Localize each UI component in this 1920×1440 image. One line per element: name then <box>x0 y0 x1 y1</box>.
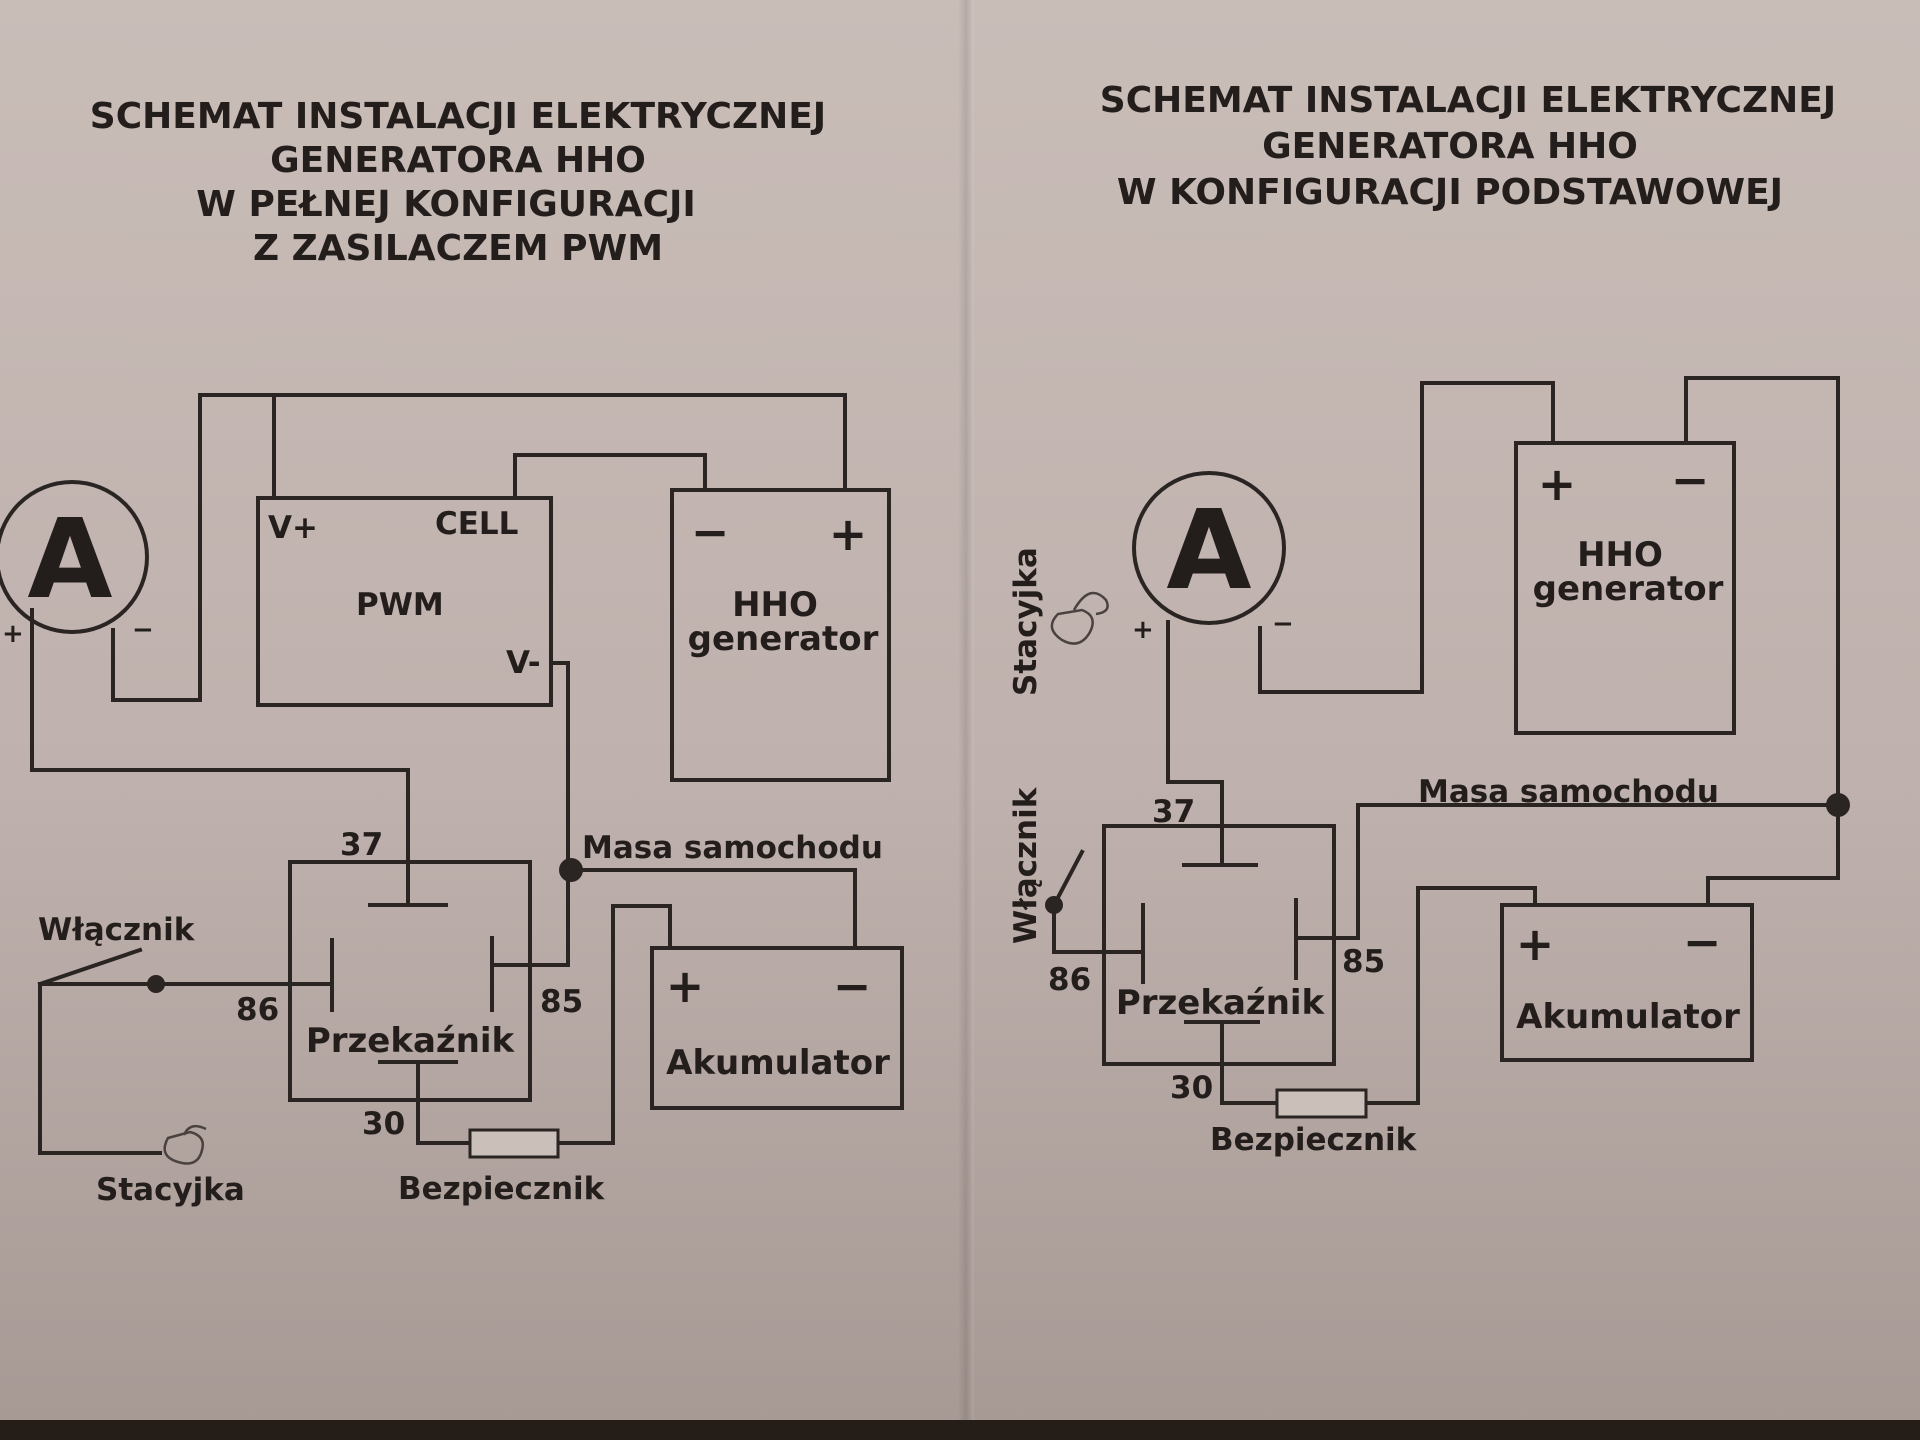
left-ground-label: Masa samochodu <box>582 830 883 866</box>
left-hho-name2: generator <box>688 619 879 659</box>
wire-ammeter-plus-to-37 <box>1166 620 1224 867</box>
right-relay-box <box>1102 824 1336 1066</box>
wire-ammeter-minus-to-hho-plus <box>1258 381 1555 694</box>
right-hho-minus: − <box>1671 453 1710 507</box>
pwm-cell-label: CELL <box>435 506 518 542</box>
left-ammeter-symbol: A <box>27 495 112 623</box>
left-relay-85: 85 <box>540 984 583 1020</box>
right-relay-name: Przekaźnik <box>1116 983 1326 1023</box>
pwm-vminus-label: V- <box>506 645 541 681</box>
right-battery-plus: + <box>1516 917 1555 971</box>
pwm-box <box>256 496 553 707</box>
pwm-vplus-label: V+ <box>268 510 318 546</box>
left-relay-37: 37 <box>340 827 383 863</box>
right-title-line-2: GENERATORA HHO <box>1262 126 1638 167</box>
left-battery-name: Akumulator <box>666 1043 890 1083</box>
right-switch-contact <box>1045 896 1063 914</box>
right-ammeter-plus: + <box>1132 615 1154 645</box>
right-relay-37: 37 <box>1152 794 1195 830</box>
wire-cell <box>513 453 707 500</box>
left-battery-minus: − <box>833 959 872 1013</box>
wire-switch-to-ignition <box>38 982 162 1155</box>
wire-fuse-to-battery-plus <box>1364 886 1537 1105</box>
left-fuse <box>468 1128 560 1159</box>
left-relay-box <box>288 860 532 1102</box>
left-title-line-3: W PEŁNEJ KONFIGURACJI <box>196 184 696 225</box>
right-ammeter-symbol: A <box>1166 486 1251 614</box>
right-fuse <box>1275 1088 1368 1119</box>
switch-blade <box>37 947 143 987</box>
right-relay-86: 86 <box>1048 962 1091 998</box>
wire-ammeter-plus-to-37 <box>30 608 410 907</box>
wire-top-loop <box>198 393 847 702</box>
left-diagram: SCHEMAT INSTALACJI ELEKTRYCZNEJ GENERATO… <box>0 96 904 1208</box>
left-battery-plus: + <box>666 959 705 1013</box>
right-battery-minus: − <box>1683 915 1722 969</box>
right-hho-plus: + <box>1538 457 1577 511</box>
wire-fuse-to-battery-plus <box>556 904 672 1145</box>
left-title-line-1: SCHEMAT INSTALACJI ELEKTRYCZNEJ <box>90 96 826 137</box>
left-ignition-key-icon <box>163 1124 207 1165</box>
left-switch-contact <box>147 975 165 993</box>
wire-ammeter-minus <box>111 628 202 702</box>
right-ground-label: Masa samochodu <box>1418 774 1719 810</box>
right-hho-name2: generator <box>1533 569 1724 609</box>
right-relay-85: 85 <box>1342 944 1385 980</box>
wire-85-to-ground <box>1294 803 1840 940</box>
left-ammeter-plus: + <box>2 619 24 649</box>
left-relay-name: Przekaźnik <box>306 1021 516 1061</box>
right-ammeter <box>1132 471 1286 625</box>
left-hho-minus: − <box>691 505 730 559</box>
left-fuse-label: Bezpiecznik <box>398 1171 606 1207</box>
left-ground-node <box>559 858 583 882</box>
left-relay-30: 30 <box>362 1106 405 1142</box>
left-hho-name: HHO <box>732 585 818 625</box>
wire-hho-minus-to-battery-minus <box>1684 376 1840 907</box>
wire-switch-to-86 <box>1052 903 1145 954</box>
right-switch-label: Włącznik <box>1008 786 1044 944</box>
right-hho-generator-box <box>1514 441 1736 735</box>
right-battery-box <box>1500 903 1754 1062</box>
left-hho-plus: + <box>829 507 868 561</box>
left-title-line-4: Z ZASILACZEM PWM <box>253 228 663 269</box>
right-battery-name: Akumulator <box>1516 997 1740 1037</box>
wire-ground-to-battery-minus <box>566 868 857 950</box>
left-wires <box>30 393 857 1155</box>
left-ignition-label: Stacyjka <box>96 1172 245 1208</box>
switch-blade <box>1051 849 1085 908</box>
left-ammeter-minus: − <box>132 615 154 645</box>
left-hho-generator-box <box>670 488 891 782</box>
left-ammeter <box>0 480 149 634</box>
table-background <box>0 1420 1920 1440</box>
left-title-line-2: GENERATORA HHO <box>270 140 646 181</box>
right-ignition-key-icon <box>1050 591 1109 645</box>
wire-30-to-fuse <box>416 1060 472 1145</box>
left-switch-label: Włącznik <box>38 912 196 948</box>
right-diagram: SCHEMAT INSTALACJI ELEKTRYCZNEJ GENERATO… <box>1008 80 1850 1158</box>
right-title-line-1: SCHEMAT INSTALACJI ELEKTRYCZNEJ <box>1100 80 1836 121</box>
page-fold <box>958 0 974 1420</box>
right-ignition-label: Stacyjka <box>1008 547 1044 696</box>
right-wires <box>1051 376 1840 1105</box>
right-ground-node <box>1826 793 1850 817</box>
left-battery-box <box>650 946 904 1110</box>
right-title-line-3: W KONFIGURACJI PODSTAWOWEJ <box>1117 172 1783 213</box>
right-hho-name: HHO <box>1577 535 1663 575</box>
wire-30-to-fuse <box>1220 1020 1279 1105</box>
right-ammeter-minus: − <box>1272 609 1294 639</box>
pwm-name: PWM <box>356 587 444 623</box>
right-relay-30: 30 <box>1170 1070 1213 1106</box>
right-fuse-label: Bezpiecznik <box>1210 1122 1418 1158</box>
left-relay-86: 86 <box>236 992 279 1028</box>
